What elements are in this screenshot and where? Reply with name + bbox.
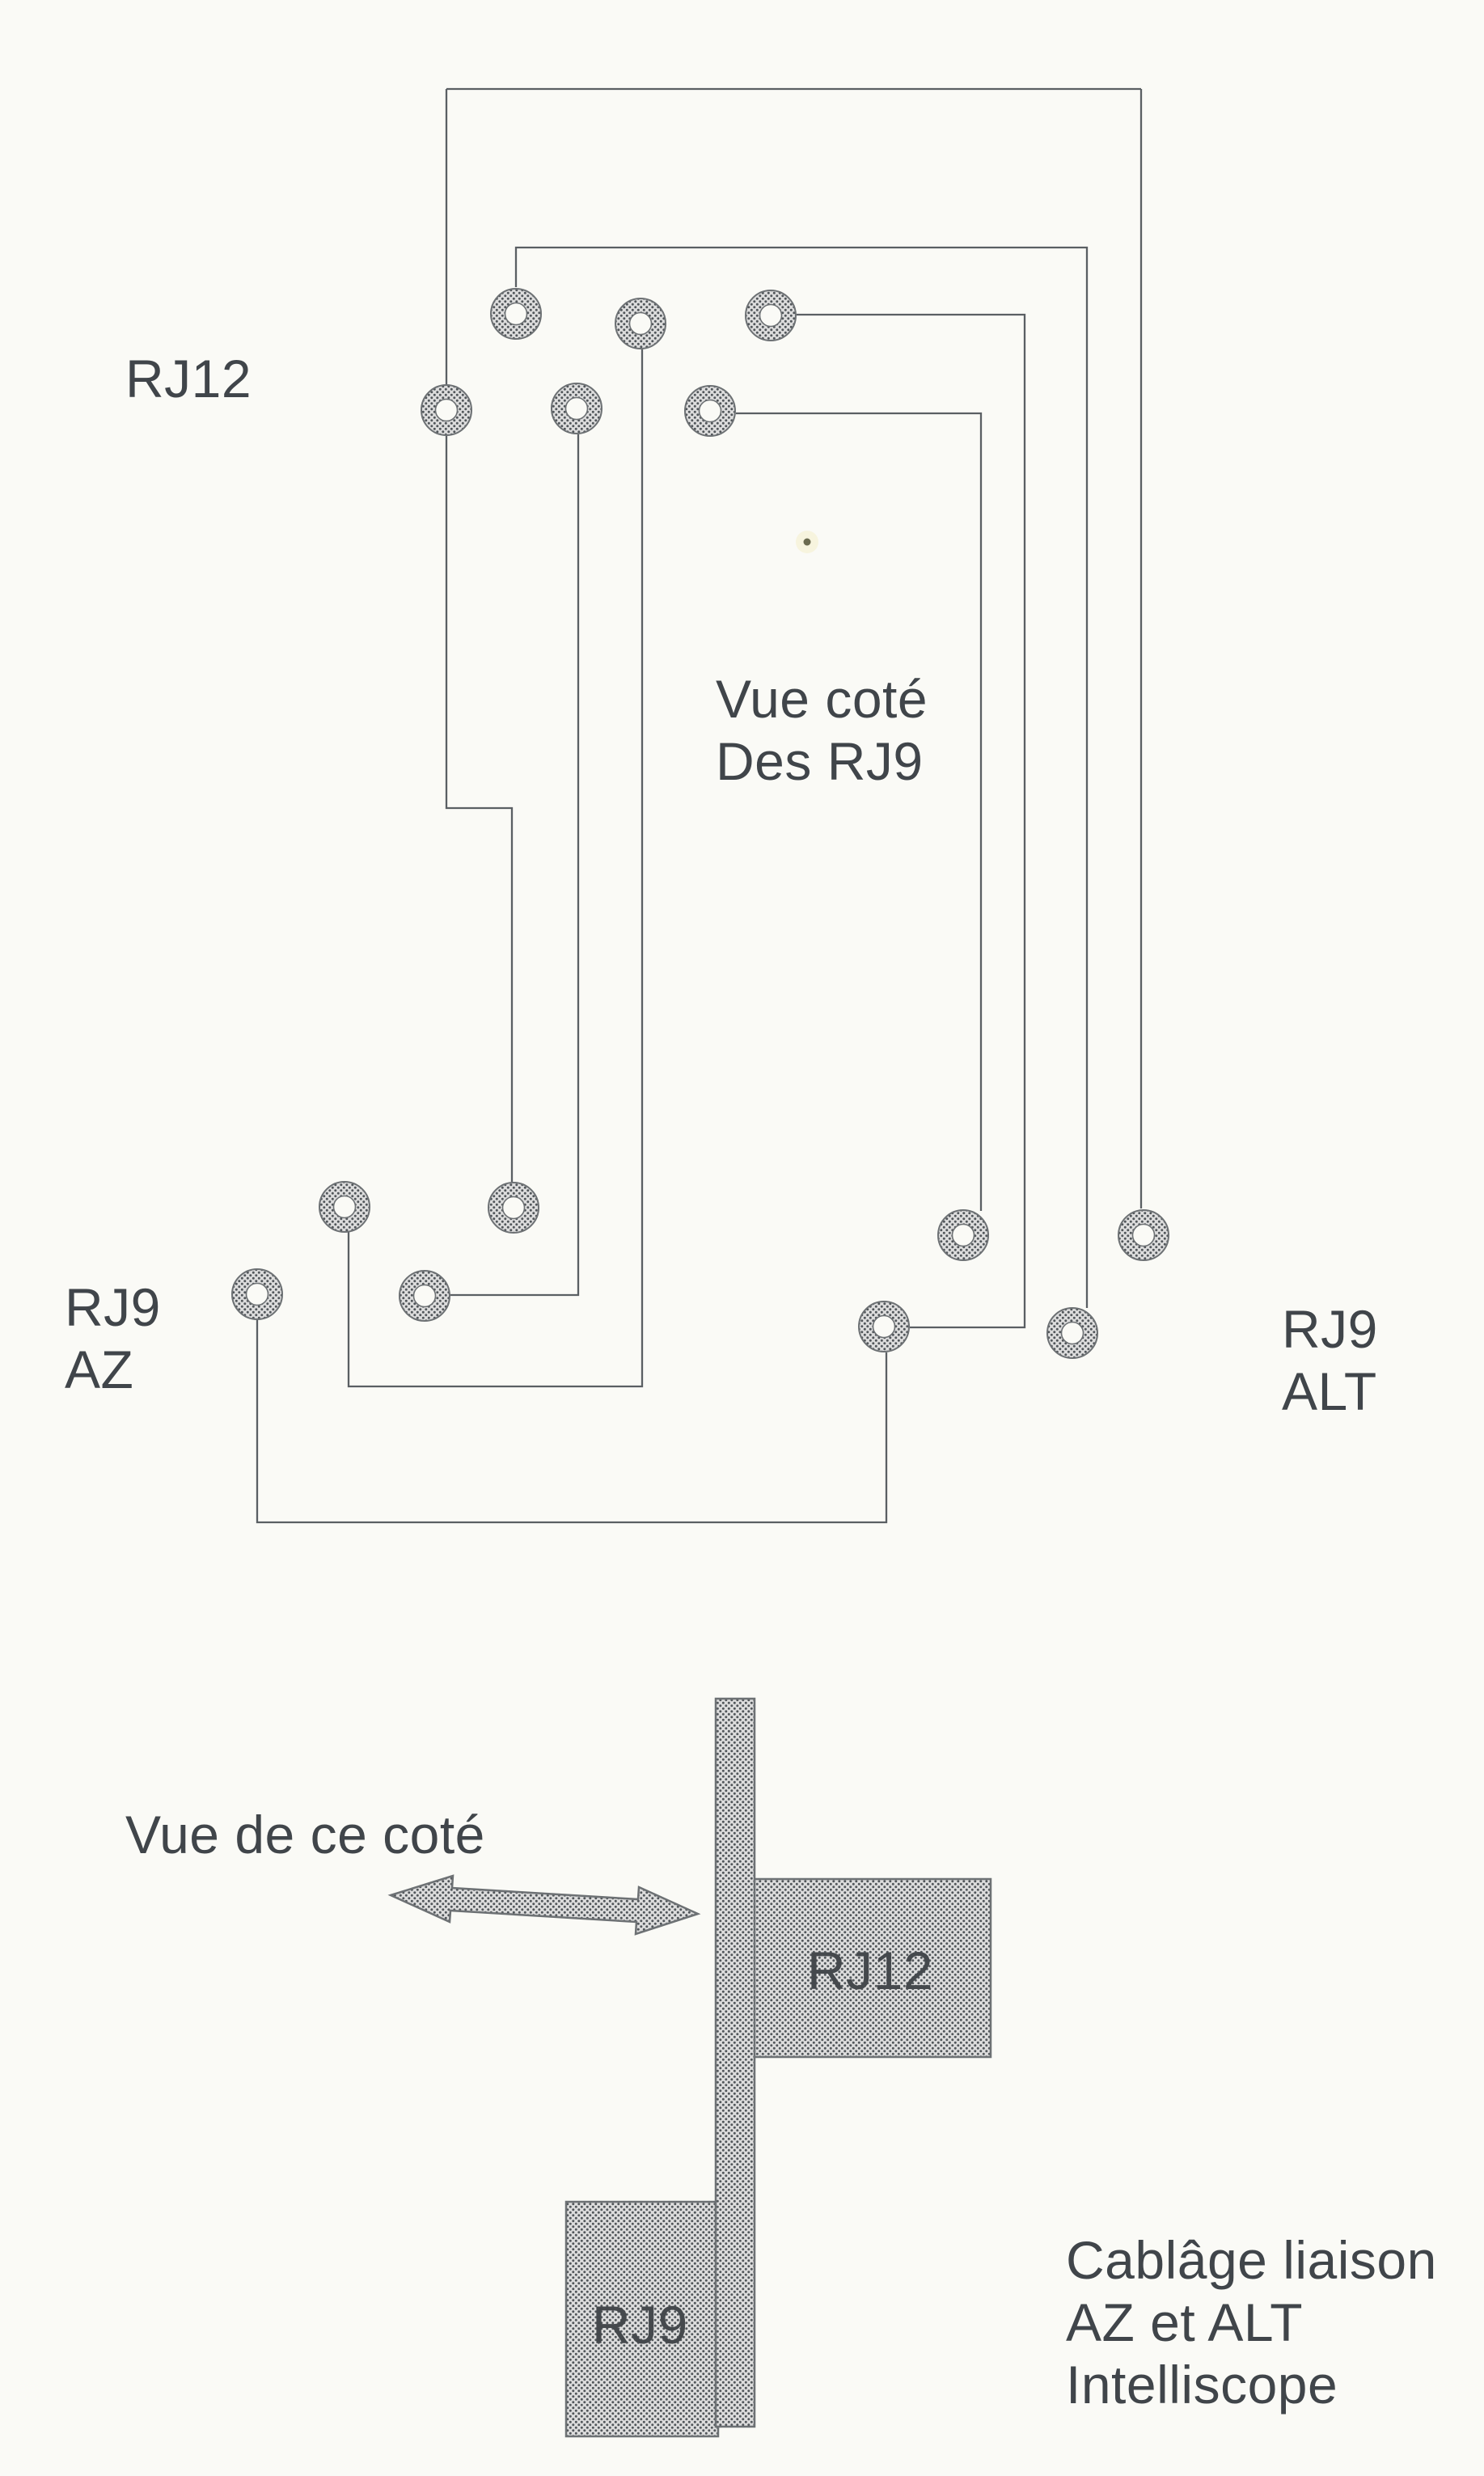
- rj9-alt-pin-2: [1118, 1209, 1169, 1261]
- rj12-pin-5: [551, 383, 602, 434]
- rj9-plug-shape: [564, 2200, 720, 2438]
- rj12-pin-6: [684, 385, 736, 437]
- rj12-pin-4: [421, 384, 472, 436]
- wire-net-1-left-step: [445, 89, 514, 1182]
- figure-title-line3: Intelliscope: [1066, 2355, 1338, 2415]
- rj9-alt-label: RJ9 ALT: [1282, 1298, 1378, 1423]
- rj9-az-line2: AZ: [65, 1340, 134, 1399]
- rj9-shape-label: RJ9: [592, 2295, 688, 2355]
- view-note-line2: Des RJ9: [716, 731, 924, 791]
- rj12-pin-2: [615, 298, 666, 349]
- rj12-plug-shape: [749, 1877, 992, 2059]
- double-arrow-icon: [387, 1874, 701, 1936]
- side-view-figure: [387, 1697, 992, 2438]
- rj9-alt-pin-1: [937, 1209, 989, 1261]
- rj9-az-pin-2: [488, 1182, 539, 1234]
- rj12-connector-label: RJ12: [125, 349, 252, 408]
- wire-nets: [256, 87, 1143, 1524]
- rj9-az-label: RJ9 AZ: [65, 1276, 161, 1401]
- wire-net-4-b: [256, 1320, 888, 1524]
- rj9-az-pin-4: [399, 1270, 450, 1322]
- mount-bar-shape: [714, 1697, 756, 2428]
- wire-net-4-a: [797, 313, 1026, 1329]
- connector-pins: [231, 288, 1169, 1359]
- rj9-alt-pin-3: [858, 1301, 910, 1352]
- rj9-alt-line2: ALT: [1282, 1361, 1377, 1421]
- wire-net-6: [736, 412, 983, 1211]
- view-note-line1: Vue coté: [716, 669, 928, 729]
- wire-net-2: [514, 246, 1089, 1308]
- rj9-az-pin-1: [319, 1181, 370, 1233]
- wire-net-3: [347, 349, 644, 1388]
- rj9-az-pin-3: [231, 1268, 283, 1320]
- rj9-az-line1: RJ9: [65, 1277, 161, 1337]
- rj9-alt-pin-4: [1046, 1307, 1098, 1359]
- view-note: Vue coté Des RJ9: [716, 668, 928, 793]
- figure-title-line1: Cablâge liaison: [1066, 2230, 1437, 2290]
- side-view-caption: Vue de ce coté: [125, 1805, 485, 1864]
- rj12-shape-label: RJ12: [807, 1941, 934, 2000]
- scan-speck: [796, 531, 818, 553]
- rj12-pin-1: [490, 288, 542, 340]
- figure-title-line2: AZ et ALT: [1066, 2292, 1304, 2352]
- figure-title: Cablâge liaison AZ et ALT Intelliscope: [1066, 2229, 1437, 2416]
- rj9-alt-line1: RJ9: [1282, 1299, 1378, 1359]
- wire-net-5: [450, 434, 580, 1297]
- rj12-pin-3: [745, 290, 797, 341]
